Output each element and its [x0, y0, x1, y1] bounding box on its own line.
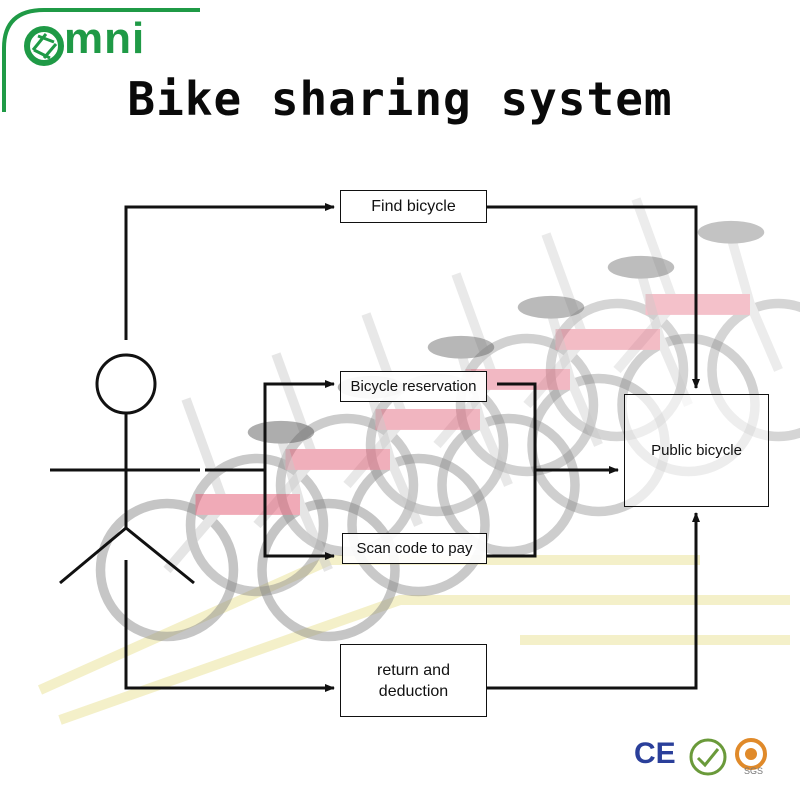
connector-reservation-merge	[497, 382, 537, 470]
node-bicycle-reservation: Bicycle reservation	[340, 371, 487, 402]
arrow-find-to-public	[487, 205, 700, 389]
arrow-to-reservation	[263, 380, 335, 470]
arrow-return-to-public	[487, 512, 700, 690]
arrow-to-return	[124, 560, 335, 692]
sgs-icon	[735, 738, 767, 770]
sgs-label: SGS	[744, 766, 764, 776]
logo-text: mni	[64, 14, 146, 63]
node-find-bicycle-label: Find bicycle	[371, 197, 456, 215]
arrow-to-scan-pay	[263, 470, 335, 560]
node-scan-code-to-pay: Scan code to pay	[342, 533, 487, 564]
node-return-and-deduction: return and deduction	[340, 644, 487, 717]
parking-floor-markings	[37, 555, 790, 725]
node-public-bicycle-label: Public bicycle	[651, 442, 742, 459]
ce-mark-icon: CE	[634, 737, 676, 770]
certificate-icon	[689, 738, 727, 776]
logo-mark	[2, 8, 200, 112]
connector-scan-merge	[487, 470, 537, 558]
node-scan-code-to-pay-label: Scan code to pay	[356, 540, 473, 557]
arrow-to-find-bicycle	[124, 203, 335, 340]
node-return-and-deduction-label: return and deduction	[377, 661, 450, 700]
node-find-bicycle: Find bicycle	[340, 190, 487, 223]
stick-figure-icon	[50, 353, 200, 585]
node-bicycle-reservation-label: Bicycle reservation	[350, 378, 477, 395]
bicycle-icon	[545, 197, 800, 442]
node-public-bicycle: Public bicycle	[624, 394, 769, 507]
aperture-o-icon	[24, 26, 64, 66]
page-title: Bike sharing system	[127, 72, 673, 126]
